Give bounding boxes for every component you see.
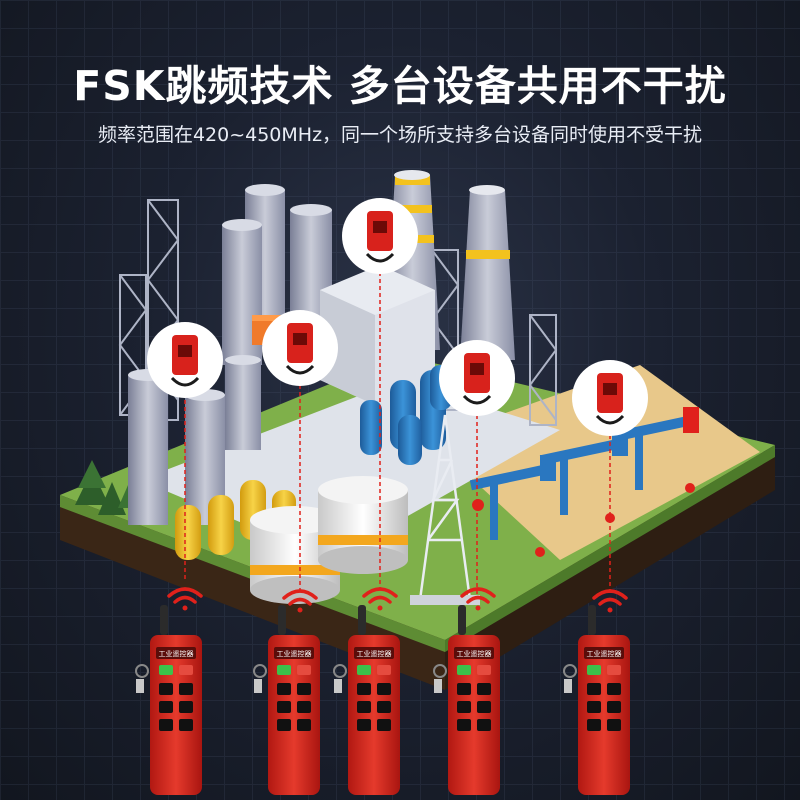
receiver-callouts	[147, 198, 648, 595]
svg-text:工业遥控器: 工业遥控器	[277, 649, 312, 658]
handheld-remote: 工业遥控器	[433, 605, 500, 795]
pumpjacks	[469, 407, 699, 557]
wifi-signal-icon	[592, 589, 628, 613]
svg-text:工业遥控器: 工业遥控器	[457, 649, 492, 658]
wifi-signal-icon	[362, 587, 398, 611]
svg-text:工业遥控器: 工业遥控器	[159, 649, 194, 658]
receiver-box-icon	[147, 322, 223, 580]
oil-derrick	[410, 414, 480, 605]
handheld-remote: 工业遥控器	[563, 605, 630, 795]
receiver-box-icon	[439, 340, 515, 595]
handheld-remote: 工业遥控器	[135, 605, 202, 795]
handheld-remote: 工业遥控器	[253, 605, 320, 795]
wifi-signal-icon	[460, 587, 496, 611]
receiver-box-icon	[342, 198, 418, 590]
remotes: 工业遥控器 工业遥控器	[135, 605, 630, 795]
wifi-signal-icon	[167, 587, 203, 611]
headline: FSK跳频技术 多台设备共用不干扰	[73, 62, 727, 110]
receiver-box-icon	[572, 360, 648, 595]
wifi-signal-icon	[282, 589, 318, 613]
grey-tanks	[128, 184, 332, 525]
subheadline: 频率范围在420~450MHz，同一个场所支持多台设备同时使用不受干扰	[97, 124, 703, 146]
receiver-box-icon	[262, 310, 338, 595]
signal-icons	[167, 587, 628, 613]
svg-text:工业遥控器: 工业遥控器	[357, 649, 392, 658]
svg-text:工业遥控器: 工业遥控器	[587, 649, 622, 658]
handheld-remote: 工业遥控器	[333, 605, 400, 795]
factory-building	[252, 265, 435, 405]
